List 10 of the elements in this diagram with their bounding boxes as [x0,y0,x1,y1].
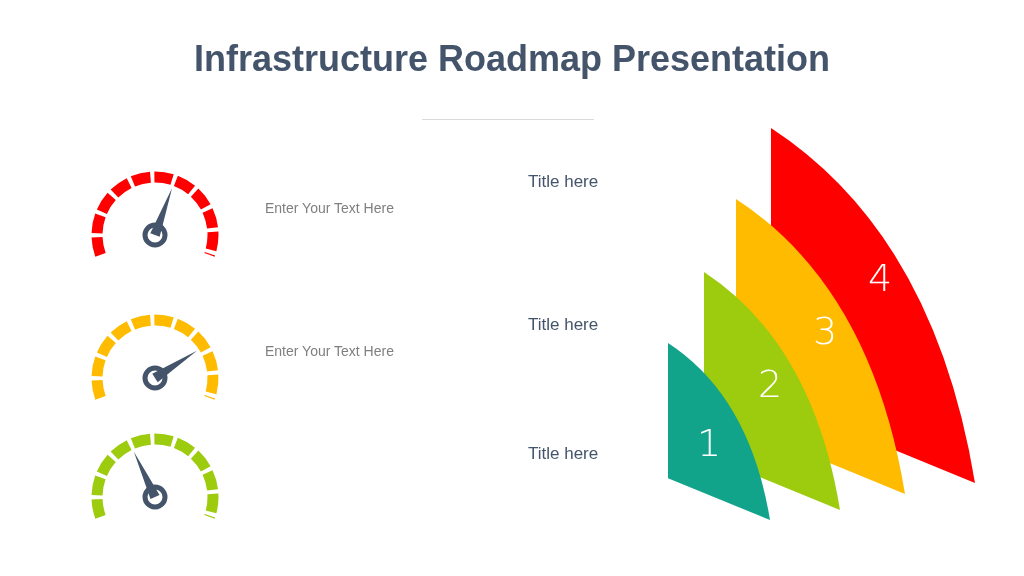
item-heading: Title here [528,315,599,335]
step-number: 1 [697,424,722,462]
item-heading: Title here [528,172,599,192]
body-text: Enter Your Text Here [265,200,394,216]
step-number: 2 [758,365,783,403]
item-heading: Title here [528,444,599,464]
step-number: 4 [868,259,893,297]
step-number: 3 [813,312,838,350]
body-text: Enter Your Text Here [265,343,394,359]
slide-title: Infrastructure Roadmap Presentation [192,38,832,80]
